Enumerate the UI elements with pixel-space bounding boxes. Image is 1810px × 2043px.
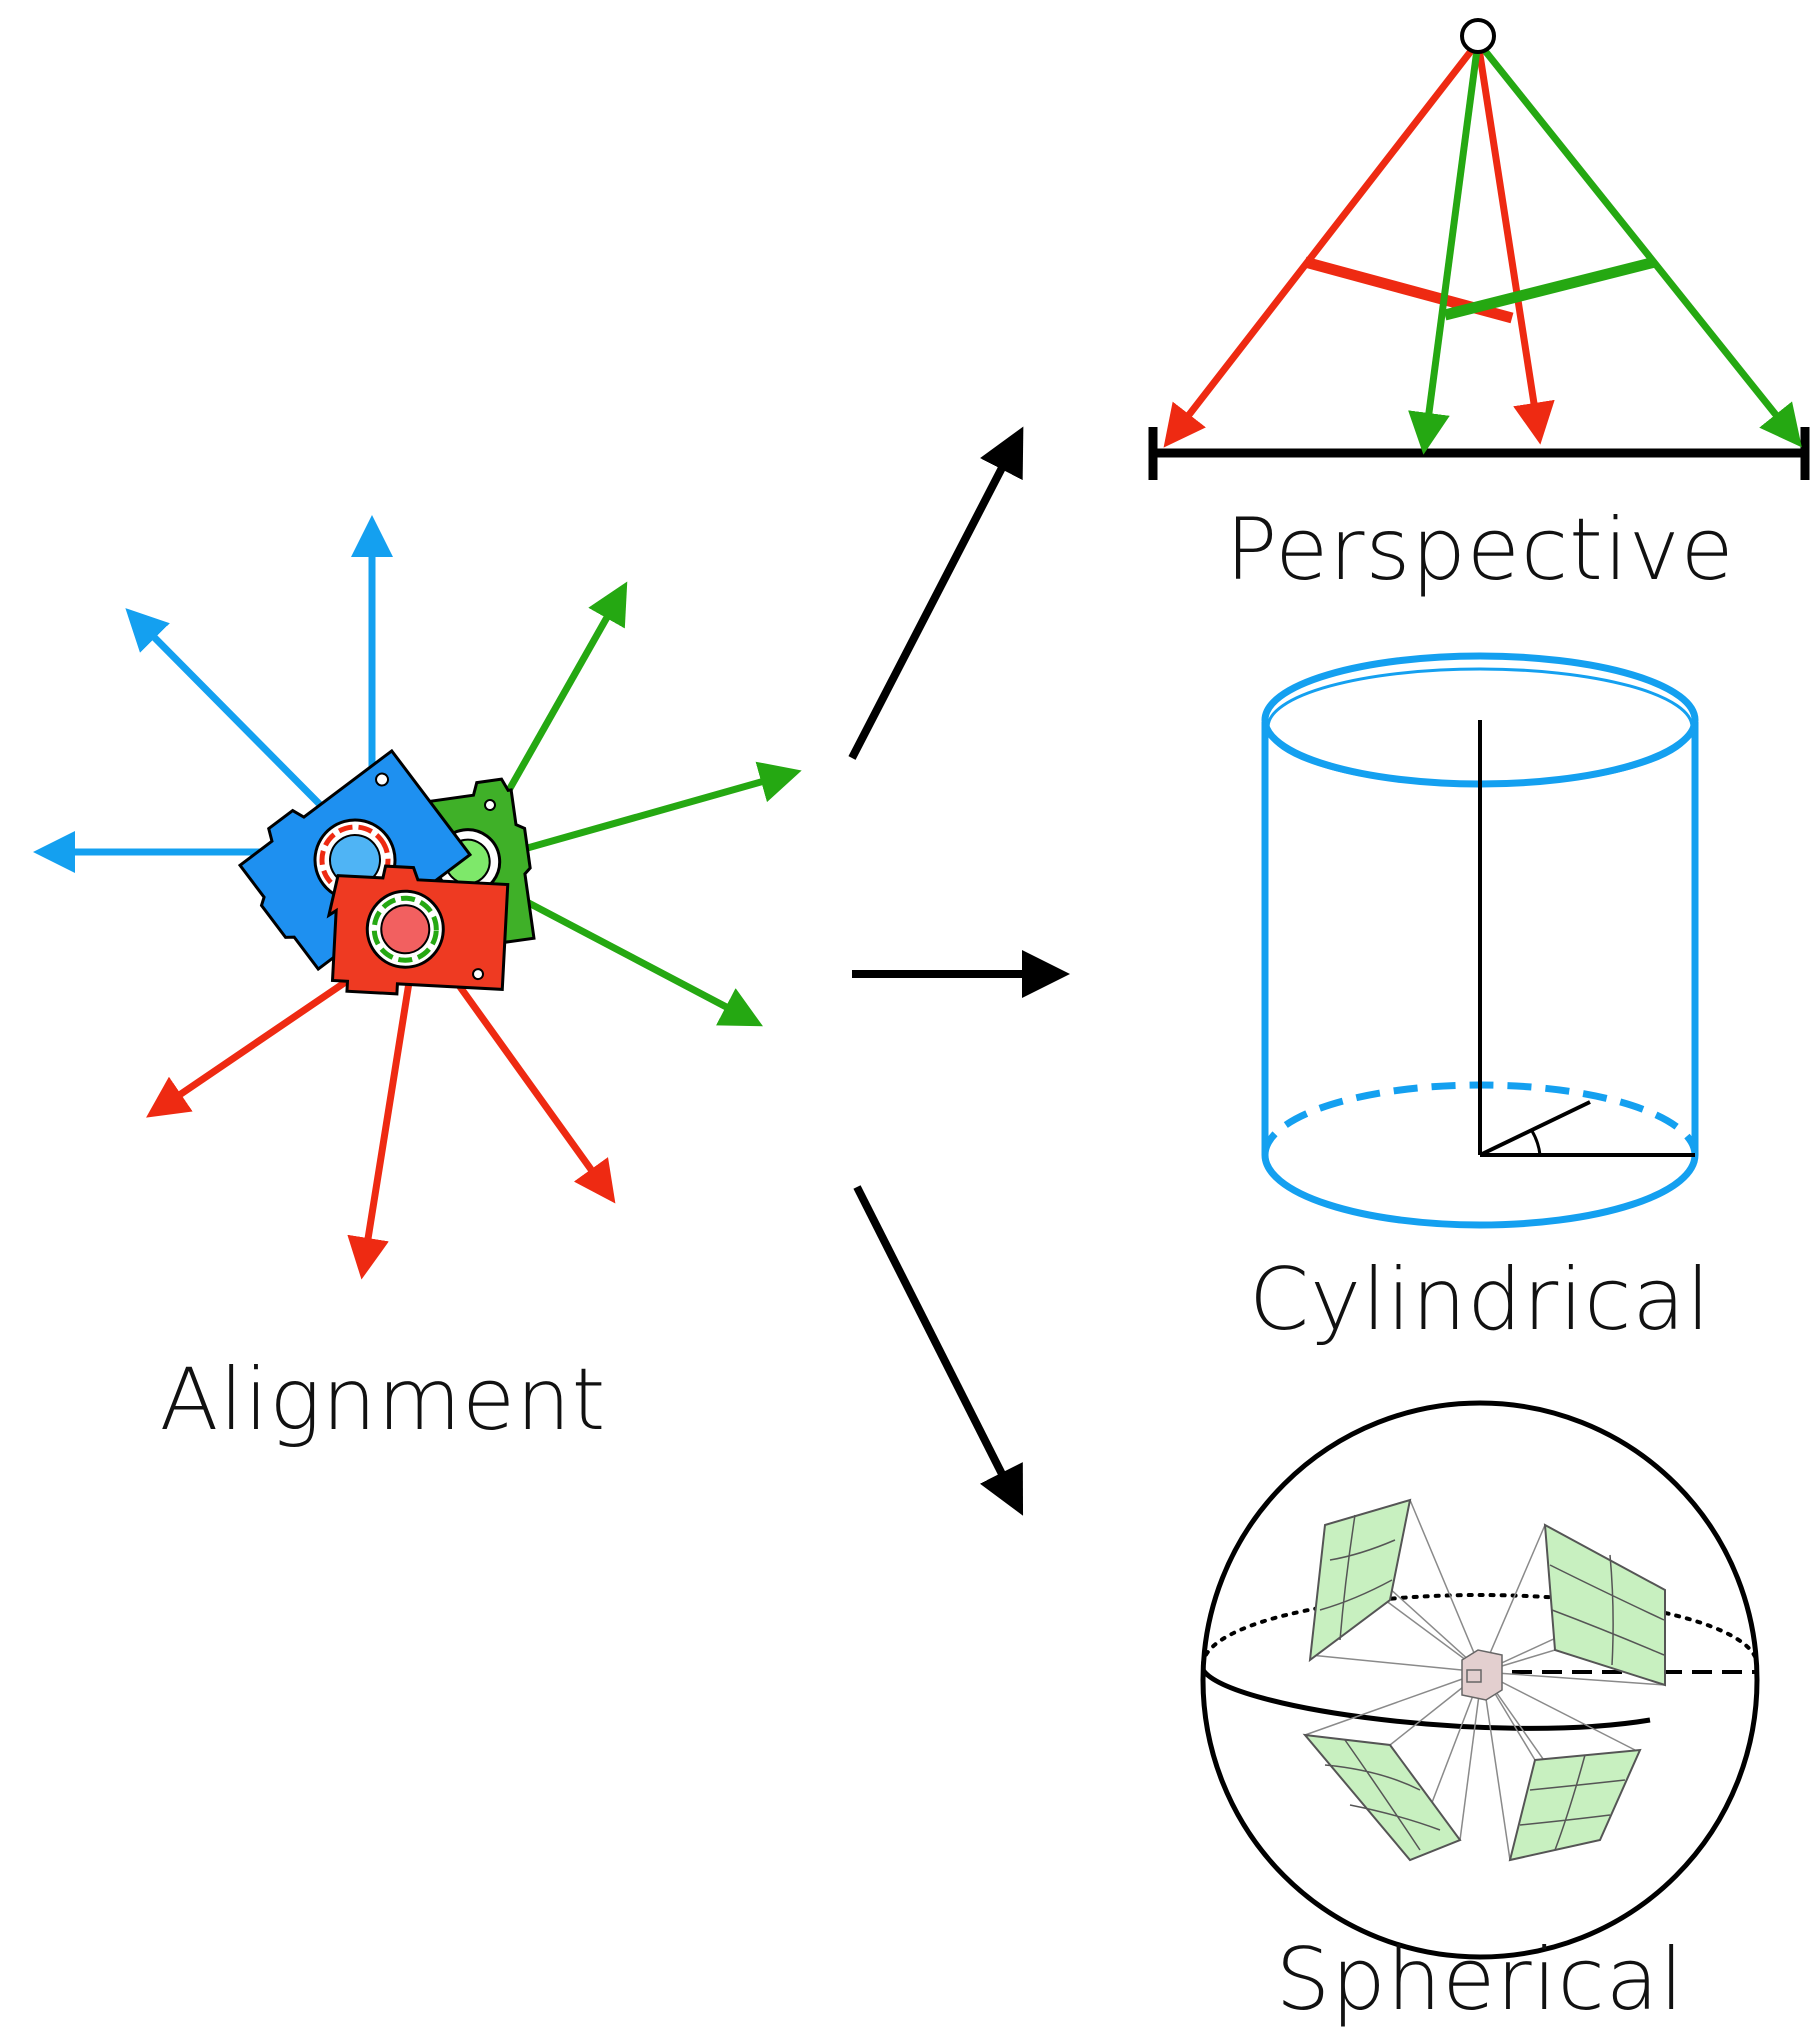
equator-back — [1201, 1593, 1759, 1667]
camera-icon-red — [326, 864, 510, 996]
green-rays — [471, 581, 802, 1027]
cylinder-angle-ray — [1479, 1100, 1591, 1157]
circle-icon — [1460, 18, 1496, 54]
green-projection-ray — [1475, 39, 1802, 448]
red-projection-ray — [1474, 41, 1555, 445]
spherical-label: Spherical — [1275, 1930, 1685, 2030]
arrow-to-spherical — [853, 1185, 1024, 1516]
cylinder-bottom-front — [1261, 1154, 1699, 1229]
spherical-figure — [1200, 1400, 1760, 1960]
alignment-label: Alignment — [159, 1350, 607, 1450]
red-projection-ray — [1163, 39, 1481, 448]
equator-front — [1200, 1668, 1651, 1731]
green-image-segment — [1443, 256, 1657, 321]
alignment-figure — [33, 515, 802, 1280]
perspective-figure — [1148, 18, 1810, 480]
green-ray — [484, 761, 802, 864]
image-panel-upper-left — [1308, 1498, 1412, 1663]
cylindrical-label: Cylindrical — [1249, 1250, 1711, 1350]
image-panel-lower-right — [1508, 1748, 1642, 1862]
camera-box-icon — [1461, 1649, 1503, 1701]
green-projection-ray — [1408, 41, 1482, 455]
red-ray — [347, 944, 419, 1280]
image-panel-lower-left — [1302, 1733, 1462, 1862]
cylindrical-figure — [1261, 652, 1699, 1229]
angle-arc — [1530, 1130, 1542, 1156]
perspective-label: Perspective — [1225, 500, 1735, 600]
sphere-outline — [1200, 1400, 1760, 1960]
connector-arrows — [848, 426, 1070, 1516]
image-panel-upper-right — [1543, 1523, 1666, 1687]
arrow-to-perspective — [848, 426, 1024, 760]
